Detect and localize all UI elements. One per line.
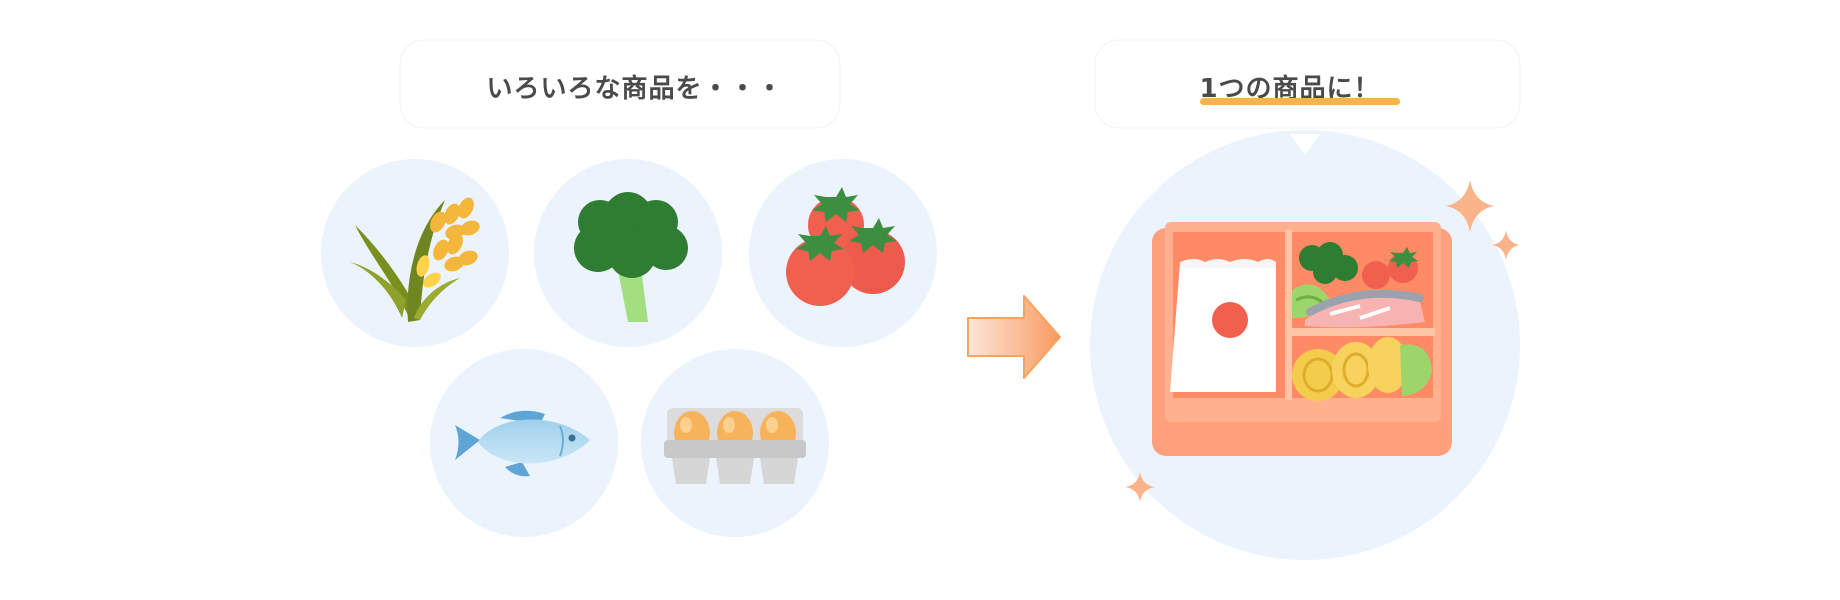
after-label-underline — [1200, 98, 1400, 105]
arrow-icon — [967, 295, 1061, 379]
sparkle-icon — [1125, 180, 1520, 502]
fish-icon — [430, 349, 618, 537]
eggs-icon — [641, 349, 829, 537]
bento-box-icon — [1152, 222, 1452, 456]
speech-bubble-right — [1094, 39, 1521, 129]
broccoli-icon — [534, 159, 722, 347]
rice-icon — [321, 159, 509, 347]
before-label: いろいろな商品を・・・ — [486, 74, 784, 104]
tomato-icon — [749, 159, 937, 347]
speech-bubble-left — [399, 39, 841, 129]
